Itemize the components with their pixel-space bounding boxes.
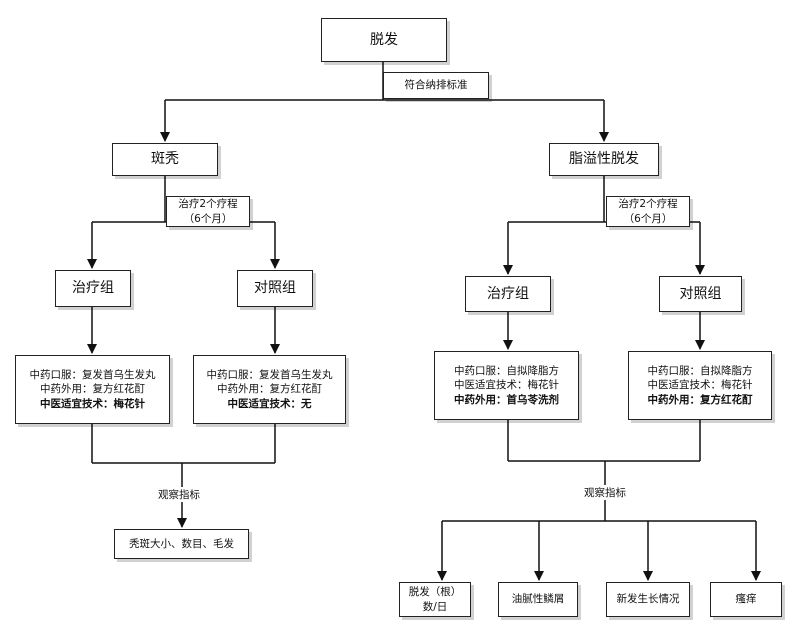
detail-line: 中医适宜技术：梅花针 bbox=[454, 379, 559, 392]
right-indicator-4: 瘙痒 bbox=[710, 582, 782, 617]
right-course-line1: 治疗2个疗程 bbox=[618, 198, 678, 211]
left-course-line1: 治疗2个疗程 bbox=[178, 198, 238, 211]
detail-line: 中药口服：自拟降脂方 bbox=[454, 365, 559, 378]
left-observe-label: 观察指标 bbox=[158, 487, 200, 502]
detail-line: 中医适宜技术：梅花针 bbox=[40, 397, 145, 410]
right-indicator-2: 油腻性鳞屑 bbox=[498, 582, 578, 617]
criteria-text: 符合纳排标准 bbox=[404, 79, 468, 92]
left-control-group: 对照组 bbox=[237, 270, 313, 307]
detail-line: 中药外用：复方红花酊 bbox=[647, 393, 753, 406]
detail-line: 中药外用：首乌苓洗剂 bbox=[454, 393, 559, 406]
detail-line: 中医适宜技术：无 bbox=[227, 397, 312, 410]
left-control-detail: 中药口服：复发首乌生发丸 中药外用：复方红花酊 中医适宜技术：无 bbox=[193, 355, 346, 424]
left-treatment-title: 治疗组 bbox=[72, 280, 114, 297]
alopecia-areata-node: 斑秃 bbox=[112, 143, 218, 176]
criteria-node: 符合纳排标准 bbox=[383, 72, 489, 99]
indicator-text: 脱发（根）数/日 bbox=[408, 586, 462, 613]
left-course-line2: （6个月） bbox=[183, 212, 233, 225]
detail-line: 中药口服：自拟降脂方 bbox=[647, 365, 753, 378]
left-indicator: 秃斑大小、数目、毛发 bbox=[114, 529, 249, 559]
right-control-group: 对照组 bbox=[659, 276, 742, 312]
detail-line: 中医适宜技术：梅花针 bbox=[647, 379, 753, 392]
right-treatment-detail: 中药口服：自拟降脂方 中医适宜技术：梅花针 中药外用：首乌苓洗剂 bbox=[434, 351, 579, 420]
indicator-text: 新发生长情况 bbox=[616, 593, 680, 606]
root-node: 脱发 bbox=[321, 18, 447, 62]
indicator-text: 瘙痒 bbox=[735, 593, 757, 606]
left-treatment-group: 治疗组 bbox=[55, 270, 131, 307]
detail-line: 中药外用：复方红花酊 bbox=[40, 383, 145, 396]
alopecia-areata-title: 斑秃 bbox=[151, 151, 179, 168]
root-title: 脱发 bbox=[370, 31, 398, 48]
detail-line: 中药外用：复方红花酊 bbox=[217, 383, 322, 396]
seborrheic-alopecia-node: 脂溢性脱发 bbox=[549, 143, 659, 176]
left-course-node: 治疗2个疗程 （6个月） bbox=[166, 196, 250, 227]
right-treatment-group: 治疗组 bbox=[465, 276, 551, 312]
right-indicator-1: 脱发（根）数/日 bbox=[399, 582, 471, 617]
right-treatment-title: 治疗组 bbox=[487, 285, 529, 302]
right-control-title: 对照组 bbox=[679, 285, 722, 302]
indicator-text: 油腻性鳞屑 bbox=[511, 593, 565, 606]
right-course-line2: （6个月） bbox=[623, 212, 673, 225]
right-course-node: 治疗2个疗程 （6个月） bbox=[606, 196, 690, 227]
detail-line: 中药口服：复发首乌生发丸 bbox=[206, 369, 333, 382]
detail-line: 中药口服：复发首乌生发丸 bbox=[29, 369, 156, 382]
right-indicator-3: 新发生长情况 bbox=[606, 582, 690, 617]
right-control-detail: 中药口服：自拟降脂方 中医适宜技术：梅花针 中药外用：复方红花酊 bbox=[628, 351, 772, 420]
seborrheic-alopecia-title: 脂溢性脱发 bbox=[569, 151, 639, 168]
left-control-title: 对照组 bbox=[254, 280, 296, 297]
right-observe-label: 观察指标 bbox=[584, 485, 626, 500]
indicator-text: 秃斑大小、数目、毛发 bbox=[129, 537, 234, 550]
left-treatment-detail: 中药口服：复发首乌生发丸 中药外用：复方红花酊 中医适宜技术：梅花针 bbox=[15, 355, 170, 424]
